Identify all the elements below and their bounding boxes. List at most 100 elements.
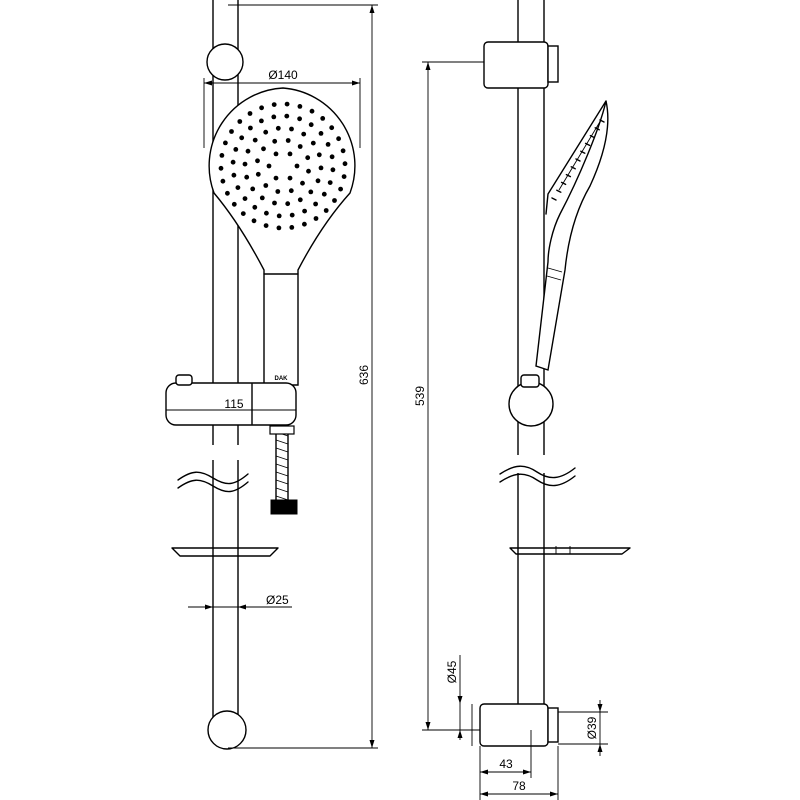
nozzle-dot — [259, 105, 264, 111]
nozzle-dot — [330, 167, 336, 173]
side-nozzle-tick — [575, 158, 581, 162]
nozzle-dot — [220, 178, 226, 184]
nozzle-dot — [318, 131, 324, 136]
nozzle-dot — [240, 211, 246, 217]
nozzle-dot — [284, 101, 290, 107]
nozzle-dot — [285, 201, 291, 207]
nozzle-dot — [223, 140, 228, 146]
dim-bracket-height-label: Ø39 — [585, 716, 599, 739]
shower-head-front: DAK — [208, 87, 356, 386]
dim-bracket-spacing-label: 539 — [413, 386, 427, 406]
nozzle-dot — [276, 225, 282, 231]
nozzle-dot — [242, 161, 248, 167]
nozzle-dot — [242, 196, 248, 202]
nozzle-dot — [332, 198, 337, 203]
nozzle-dot — [308, 122, 314, 128]
nozzle-dot — [230, 159, 236, 165]
dim-bracket-diameter: Ø45 — [445, 655, 463, 740]
nozzle-dot — [297, 104, 303, 109]
nozzle-dot — [275, 189, 281, 194]
nozzle-dot — [300, 180, 305, 186]
nozzle-dot — [235, 185, 241, 191]
nozzle-dot — [272, 138, 278, 144]
nozzle-dot — [313, 216, 319, 221]
nozzle-dot — [244, 174, 250, 180]
dim-rail-diameter: Ø25 — [188, 593, 292, 610]
nozzle-dot — [315, 178, 321, 184]
nozzle-dot — [297, 144, 303, 149]
nozzle-dot — [306, 168, 311, 174]
nozzle-dot — [336, 136, 341, 142]
nozzle-dot — [294, 163, 300, 169]
nozzle-dot — [340, 148, 346, 154]
nozzle-dot — [289, 225, 295, 230]
slide-holder — [165, 374, 297, 426]
side-nozzle-tick — [594, 127, 600, 131]
nozzle-dot — [237, 119, 243, 124]
nozzle-dot — [273, 151, 279, 157]
nozzle-dot — [263, 129, 269, 135]
nozzle-dot — [309, 108, 315, 114]
side-nozzle-tick — [584, 142, 591, 147]
nozzle-dot — [308, 189, 314, 195]
nozzle-dot — [225, 190, 230, 196]
nozzle-dot — [327, 180, 333, 186]
nozzle-dot — [251, 218, 257, 224]
spray-nozzles — [218, 101, 348, 231]
front-view: DAK Ø140 115 Ø25 — [165, 0, 378, 750]
nozzle-dot — [263, 183, 269, 188]
nozzle-dot — [338, 186, 343, 192]
nozzle-dot — [271, 102, 277, 107]
dim-rail-offset-label: 43 — [499, 757, 513, 771]
nozzle-dot — [287, 175, 293, 181]
nozzle-dot — [247, 111, 253, 116]
nozzle-dot — [287, 151, 293, 157]
nozzle-dot — [325, 142, 331, 147]
side-nozzle-tick — [589, 134, 596, 139]
side-spray-nozzles — [551, 119, 605, 201]
nozzle-dot — [264, 210, 269, 216]
dim-bracket-spacing: 539 — [413, 61, 440, 731]
nozzle-dot — [321, 191, 327, 197]
nozzle-dot — [297, 197, 303, 203]
dim-total-height: 636 — [228, 4, 378, 749]
side-view: 539 Ø45 Ø39 43 — [413, 0, 631, 800]
nozzle-dot — [252, 204, 258, 210]
nozzle-dot — [284, 113, 290, 119]
side-nozzle-tick — [565, 173, 572, 178]
nozzle-dot — [288, 188, 294, 194]
nozzle-dot — [266, 163, 272, 169]
dim-wall-projection-label: 78 — [512, 779, 526, 793]
nozzle-dot — [255, 158, 260, 164]
nozzle-dot — [310, 140, 316, 146]
nozzle-dot — [301, 131, 307, 137]
side-upper-bracket — [440, 41, 559, 89]
nozzle-dot — [248, 125, 253, 131]
nozzle-dot — [229, 129, 234, 134]
side-nozzle-tick — [599, 119, 605, 123]
nozzle-dot — [313, 201, 318, 207]
nozzle-dot — [273, 175, 279, 181]
nozzle-dot — [329, 154, 335, 160]
side-soap-dish — [509, 546, 631, 555]
nozzle-dot — [263, 223, 269, 229]
dim-bracket-diameter-label: Ø45 — [445, 660, 459, 683]
dim-bracket-height: Ø39 — [558, 700, 608, 756]
nozzle-dot — [316, 152, 322, 158]
nozzle-dot — [231, 201, 237, 207]
dim-head-diameter: Ø140 — [203, 68, 361, 148]
dim-total-height-label: 636 — [357, 365, 371, 385]
head-logo: DAK — [275, 376, 289, 382]
nozzle-dot — [259, 195, 265, 201]
nozzle-dot — [320, 116, 326, 121]
nozzle-dot — [289, 126, 294, 132]
nozzle-dot — [250, 186, 256, 192]
dim-wall-projection: 78 — [479, 746, 559, 800]
nozzle-dot — [261, 146, 266, 152]
nozzle-dot — [218, 165, 224, 171]
dim-holder-width: 115 — [166, 397, 296, 411]
bottom-end-cap — [207, 710, 247, 750]
nozzle-dot — [252, 137, 258, 143]
nozzle-dot — [259, 118, 264, 124]
nozzle-dot — [341, 174, 347, 180]
